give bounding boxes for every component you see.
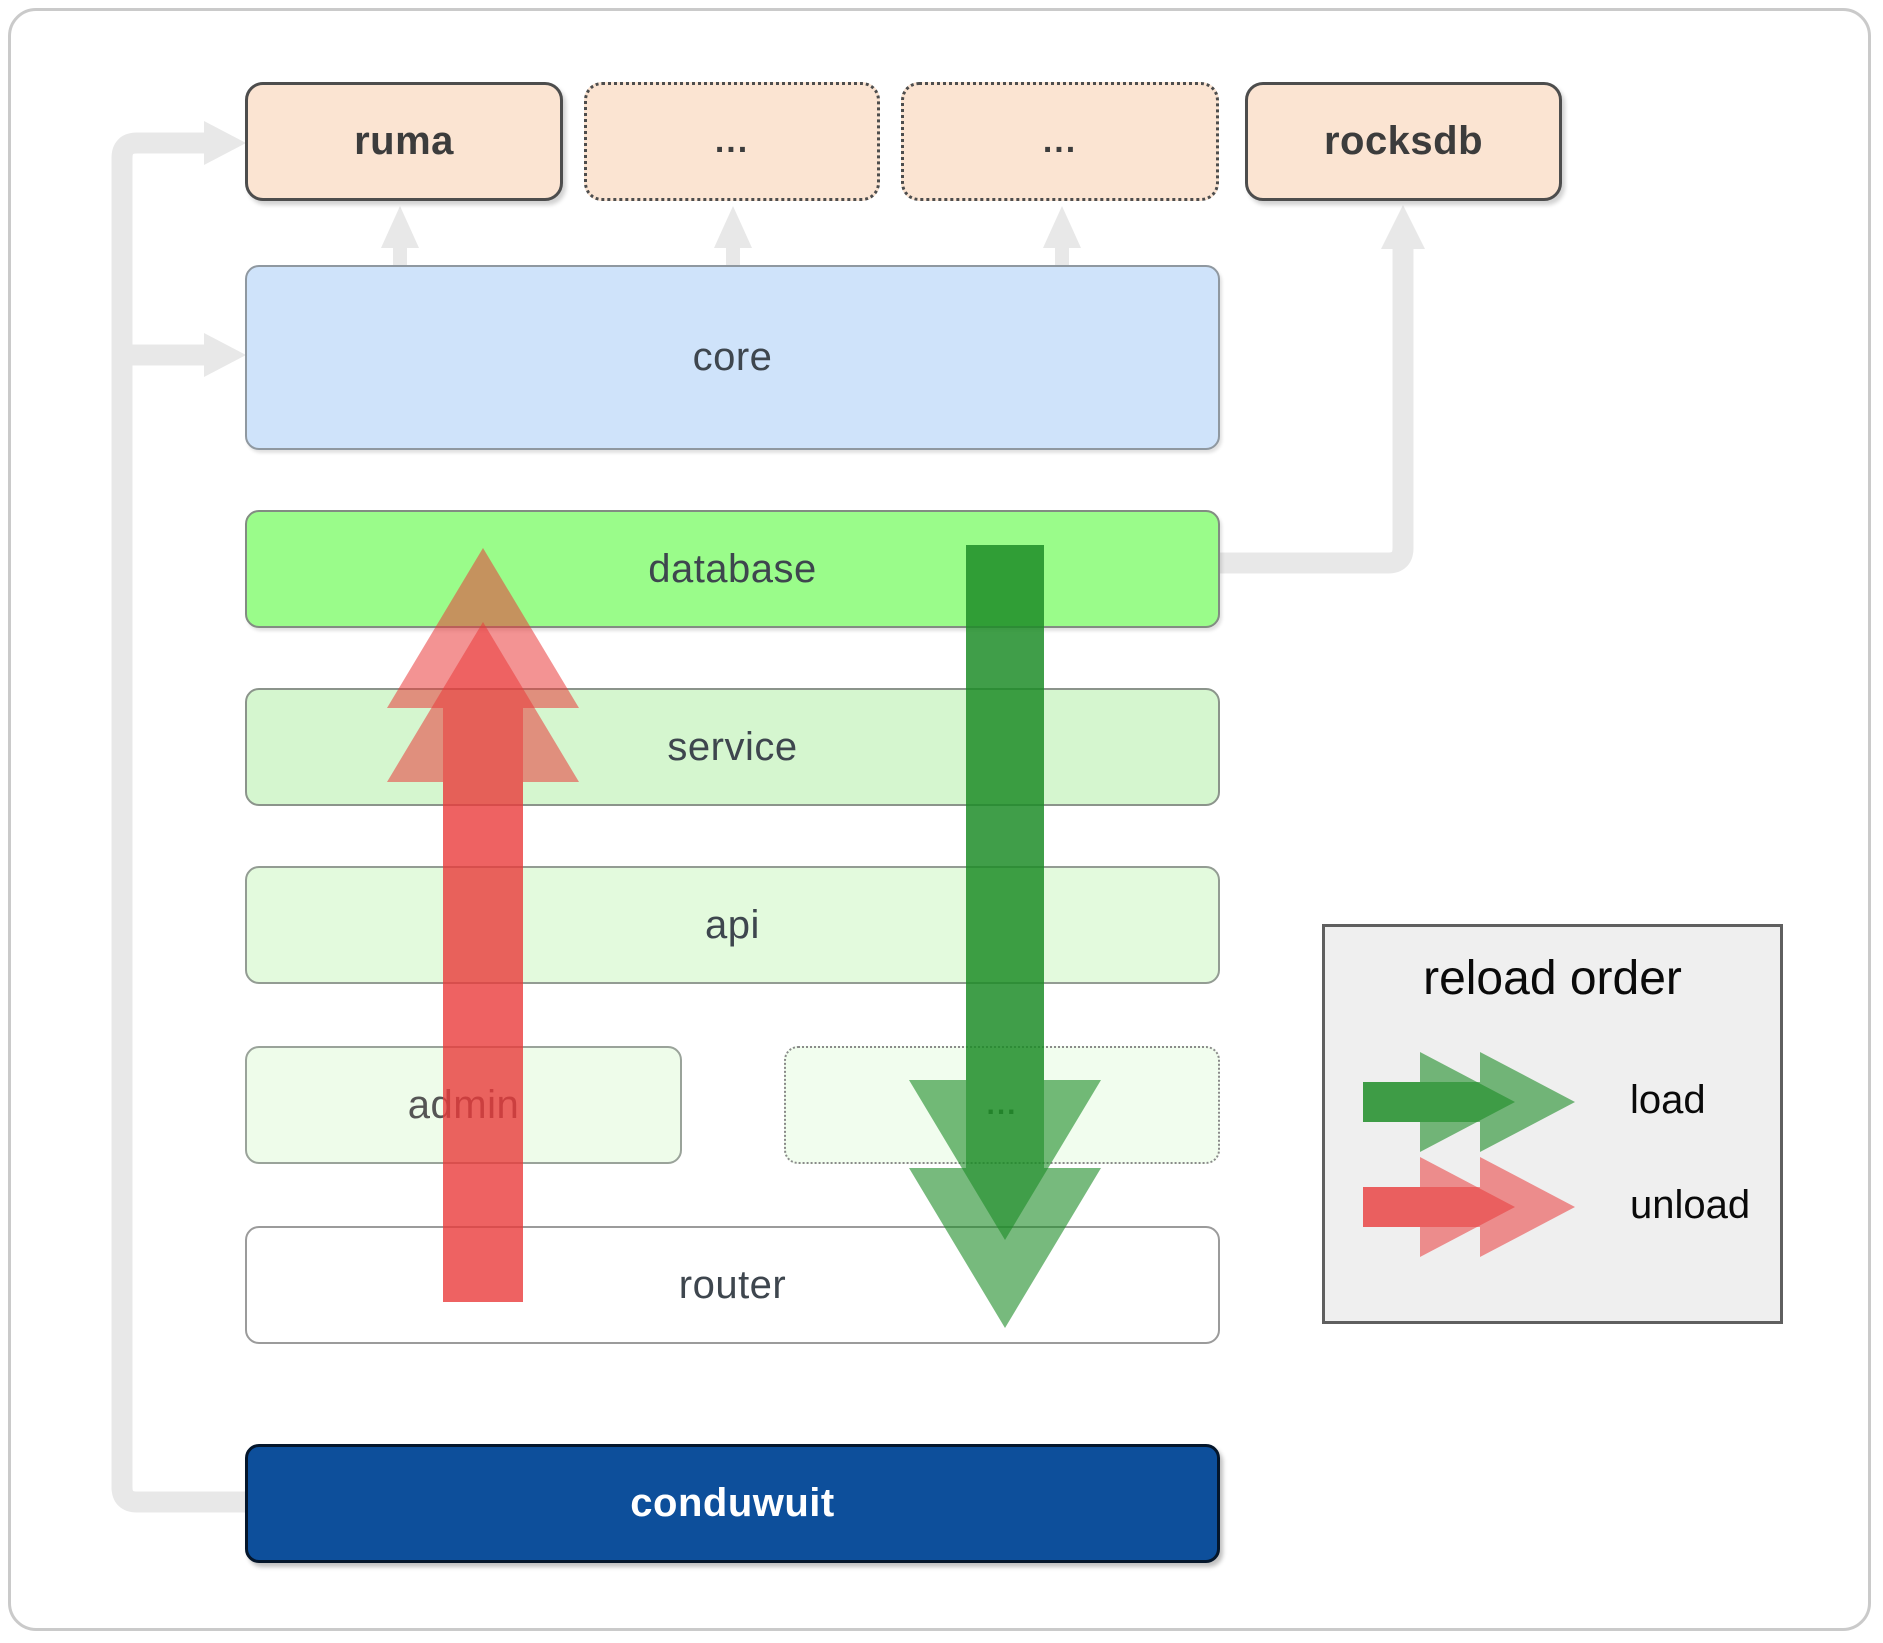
box-placeholder-2: ... [901, 82, 1219, 201]
admin-placeholder-label: ... [986, 1088, 1018, 1121]
api-label: api [705, 902, 760, 947]
legend-panel: reload order [1322, 924, 1783, 1324]
box-placeholder-1: ... [584, 82, 880, 201]
service-label: service [667, 724, 798, 769]
router-label: router [678, 1262, 787, 1307]
conduwuit-label: conduwuit [630, 1481, 835, 1525]
box-database: database [245, 510, 1220, 628]
database-label: database [648, 546, 817, 591]
box-rocksdb: rocksdb [1245, 82, 1562, 201]
box-router: router [245, 1226, 1220, 1344]
ruma-label: ruma [354, 119, 454, 163]
outer-frame [8, 8, 1871, 1631]
legend-title: reload order [1423, 952, 1682, 1005]
box-core: core [245, 265, 1220, 450]
box-admin: admin [245, 1046, 682, 1164]
placeholder-2-label: ... [1042, 122, 1078, 160]
legend-unload-label: unload [1630, 1183, 1751, 1227]
admin-label: admin [407, 1082, 520, 1127]
placeholder-1-label: ... [714, 122, 750, 160]
box-conduwuit: conduwuit [245, 1444, 1220, 1563]
box-ruma: ruma [245, 82, 563, 201]
box-admin-placeholder: ... [784, 1046, 1220, 1164]
legend-load-label: load [1630, 1078, 1706, 1122]
box-api: api [245, 866, 1220, 984]
core-label: core [692, 335, 773, 379]
box-service: service [245, 688, 1220, 806]
rocksdb-label: rocksdb [1323, 119, 1484, 163]
